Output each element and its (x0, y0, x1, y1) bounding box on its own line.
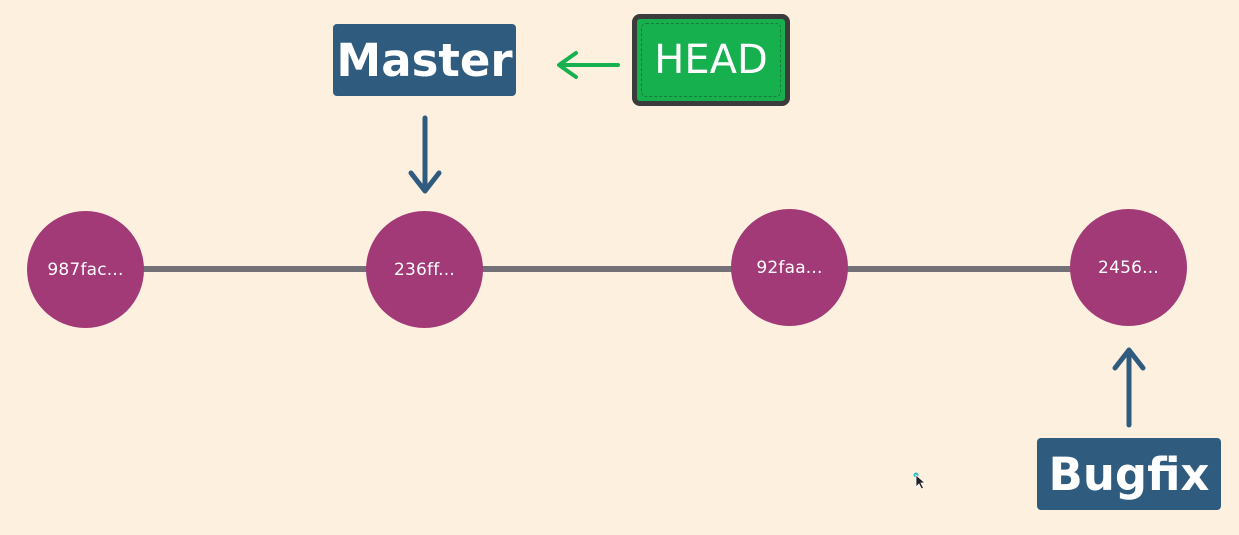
bugfix-pointer-arrow (1112, 347, 1146, 428)
commit-node-92faa: 92faa... (731, 209, 848, 326)
mouse-cursor-icon (913, 472, 927, 490)
head-text: HEAD (654, 37, 768, 83)
commit-hash: 92faa... (756, 257, 823, 278)
master-branch-label: Master (333, 24, 516, 96)
master-branch-text: Master (336, 33, 513, 87)
head-label: HEAD (632, 14, 790, 106)
commit-hash: 987fac... (47, 259, 124, 280)
head-pointer-arrow (557, 51, 620, 79)
bugfix-branch-text: Bugfix (1048, 447, 1210, 501)
commit-node-987fac: 987fac... (27, 211, 144, 328)
commit-hash: 2456... (1098, 257, 1159, 278)
commit-node-236ff: 236ff... (366, 211, 483, 328)
commit-timeline-line (85, 266, 1129, 272)
commit-node-2456: 2456... (1070, 209, 1187, 326)
commit-hash: 236ff... (394, 259, 455, 280)
master-pointer-arrow (408, 115, 442, 194)
bugfix-branch-label: Bugfix (1037, 438, 1221, 510)
